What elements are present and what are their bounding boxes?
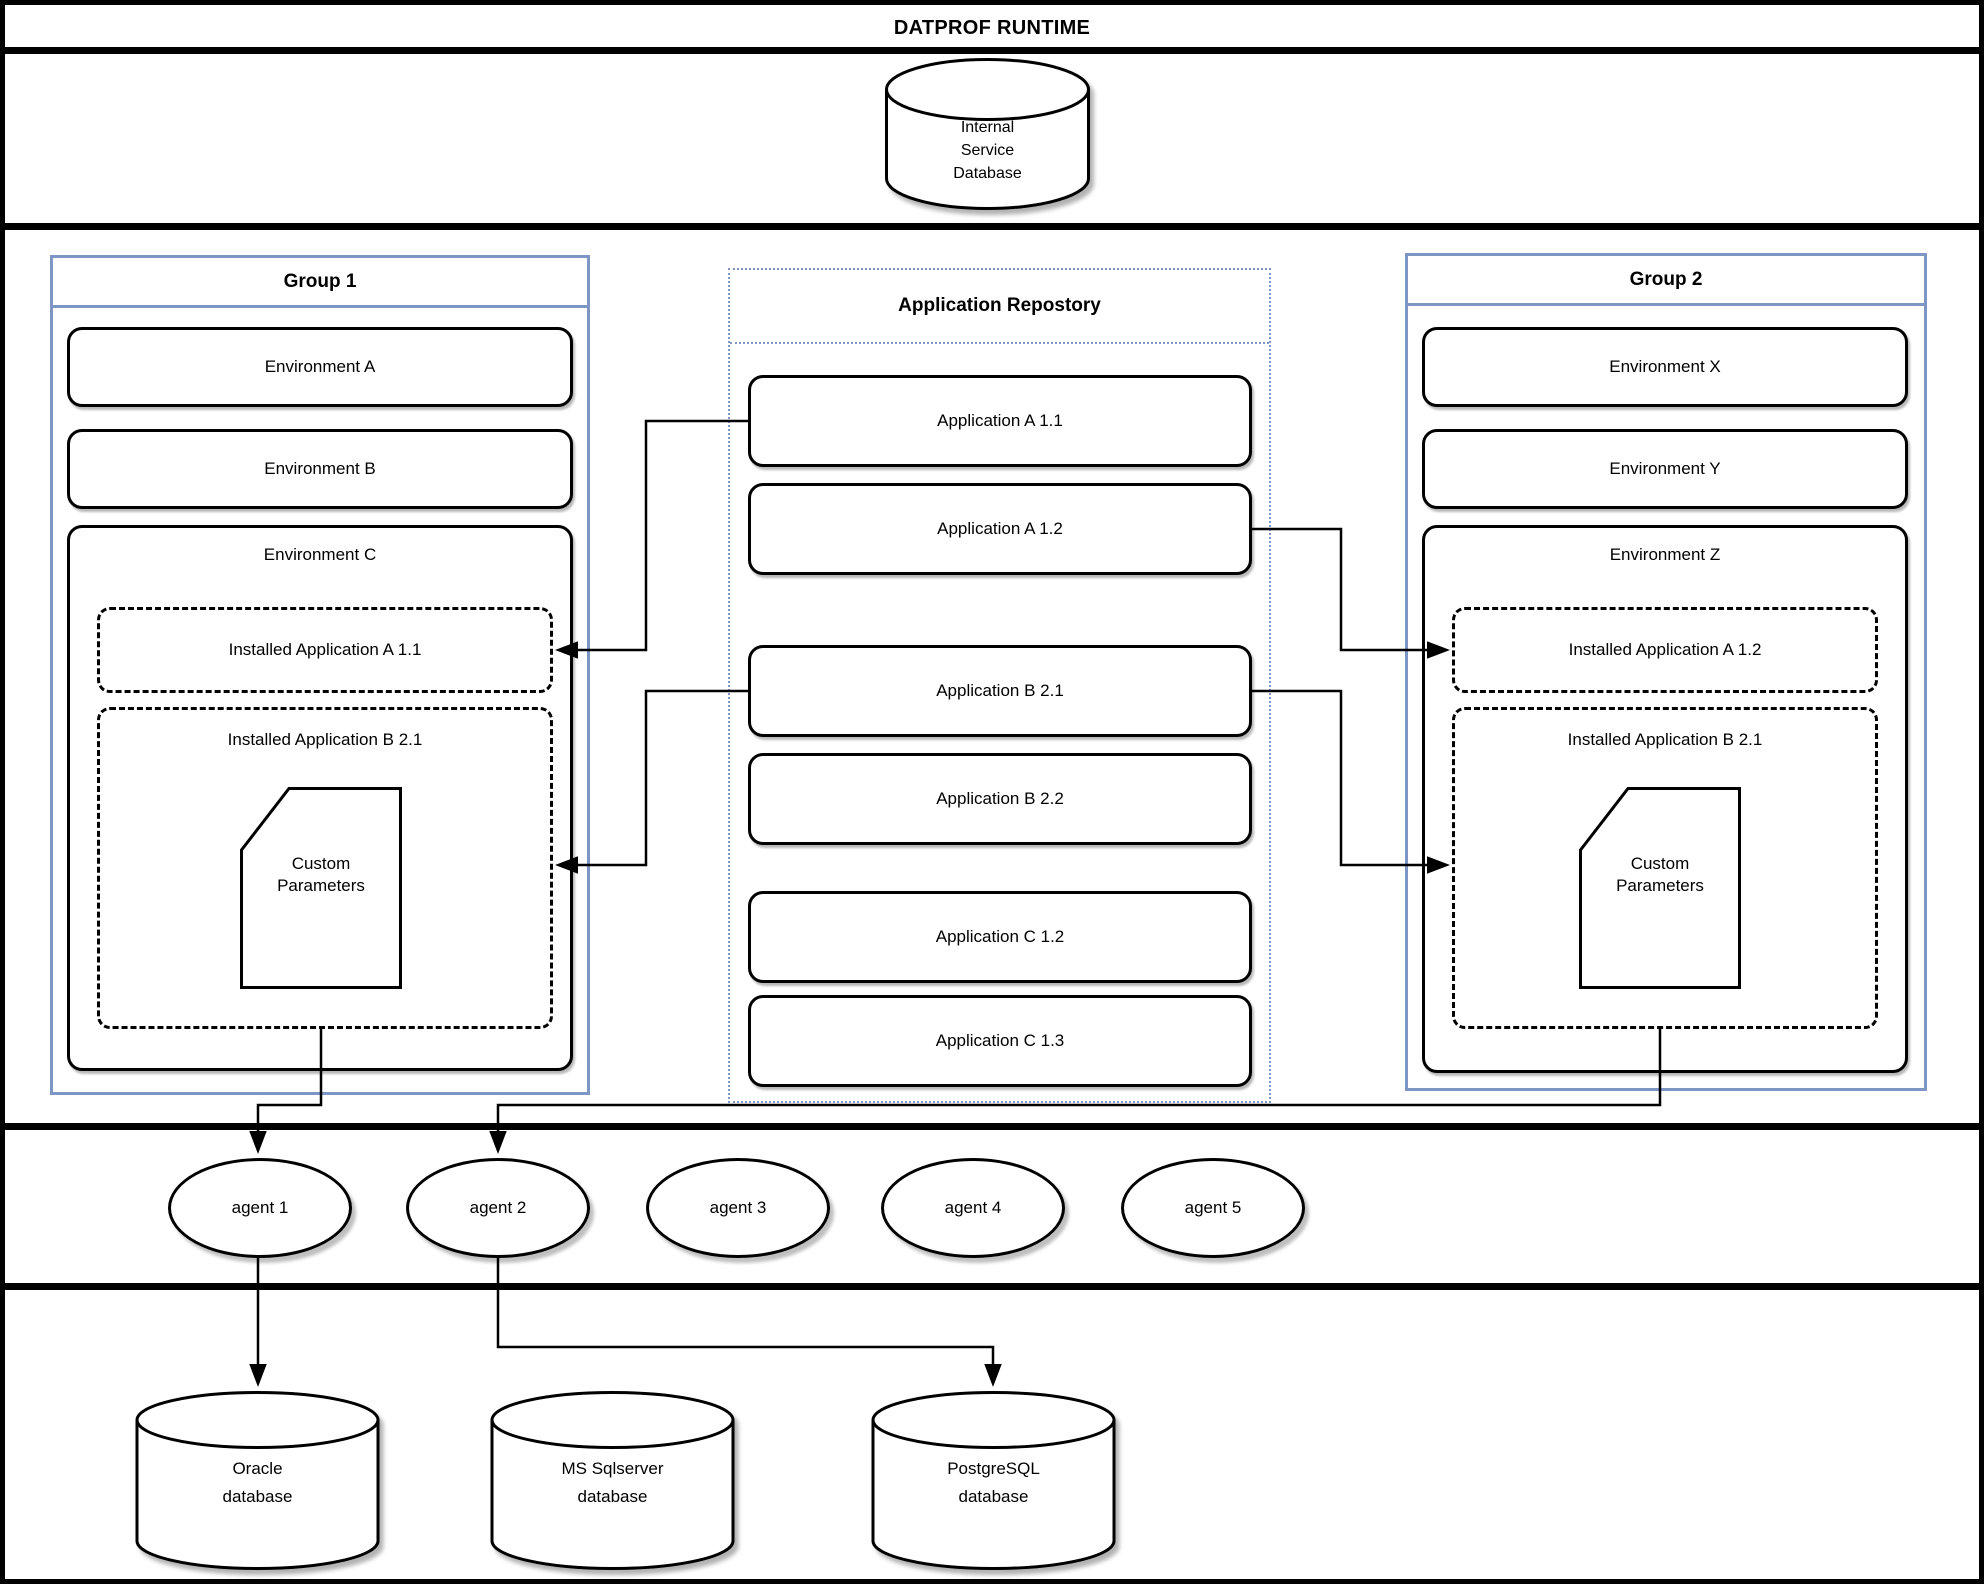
mssql-database: MS Sqlserver database bbox=[490, 1391, 735, 1571]
agent-5-ellipse: agent 5 bbox=[1121, 1158, 1305, 1258]
mssql-db-name: MS Sqlserver bbox=[561, 1459, 664, 1478]
internal-service-database-label: Internal Service Database bbox=[885, 116, 1090, 185]
postgresql-db-type: database bbox=[958, 1487, 1029, 1506]
application-repository-title: Application Repostory bbox=[730, 270, 1269, 344]
oracle-database: Oracle database bbox=[135, 1391, 380, 1571]
environment-b-box: Environment B bbox=[67, 429, 573, 509]
runtime-title: DATPROF RUNTIME bbox=[893, 16, 1091, 39]
internal-service-database: Internal Service Database bbox=[885, 58, 1090, 210]
environment-a-box: Environment A bbox=[67, 327, 573, 407]
application-b21-box: Application B 2.1 bbox=[748, 645, 1252, 737]
band-separator-runtime bbox=[5, 223, 1979, 230]
custom-parameters-label-group1: Custom Parameters bbox=[277, 854, 365, 895]
band-separator-agents-top bbox=[5, 1123, 1979, 1130]
application-b22-box: Application B 2.2 bbox=[748, 753, 1252, 845]
application-a11-box: Application A 1.1 bbox=[748, 375, 1252, 467]
database-cylinder-icon bbox=[490, 1391, 735, 1570]
environment-y-box: Environment Y bbox=[1422, 429, 1908, 509]
agent-2-ellipse: agent 2 bbox=[406, 1158, 590, 1258]
document-shape-icon bbox=[240, 787, 402, 989]
group1-title: Group 1 bbox=[53, 258, 587, 308]
oracle-db-name: Oracle bbox=[232, 1459, 283, 1478]
document-shape-icon bbox=[1579, 787, 1741, 989]
installed-application-a12-box: Installed Application A 1.2 bbox=[1452, 607, 1878, 693]
group2-title: Group 2 bbox=[1408, 256, 1924, 306]
postgresql-database: PostgreSQL database bbox=[871, 1391, 1116, 1571]
custom-parameters-label-group2: Custom Parameters bbox=[1616, 854, 1704, 895]
environment-x-box: Environment X bbox=[1422, 327, 1908, 407]
custom-parameters-doc-group2: Custom Parameters bbox=[1579, 787, 1741, 989]
connector-agent2-to-postgresql bbox=[496, 1258, 1002, 1387]
database-cylinder-icon bbox=[885, 58, 1090, 210]
mssql-db-type: database bbox=[577, 1487, 648, 1506]
application-c13-box: Application C 1.3 bbox=[748, 995, 1252, 1087]
agent-4-ellipse: agent 4 bbox=[881, 1158, 1065, 1258]
application-c12-box: Application C 1.2 bbox=[748, 891, 1252, 983]
database-cylinder-icon bbox=[871, 1391, 1116, 1570]
agent-1-ellipse: agent 1 bbox=[168, 1158, 352, 1258]
installed-application-a11-box: Installed Application A 1.1 bbox=[97, 607, 553, 693]
oracle-db-type: database bbox=[222, 1487, 293, 1506]
oracle-database-label: Oracle database bbox=[135, 1455, 380, 1511]
database-cylinder-icon bbox=[135, 1391, 380, 1570]
agent-3-ellipse: agent 3 bbox=[646, 1158, 830, 1258]
band-separator-title bbox=[5, 47, 1979, 54]
postgresql-db-name: PostgreSQL bbox=[947, 1459, 1040, 1478]
internal-db-line-1: Internal bbox=[960, 119, 1015, 136]
internal-db-line-3: Database bbox=[953, 165, 1022, 182]
band-separator-agents-bottom bbox=[5, 1283, 1979, 1290]
application-a12-box: Application A 1.2 bbox=[748, 483, 1252, 575]
postgresql-database-label: PostgreSQL database bbox=[871, 1455, 1116, 1511]
mssql-database-label: MS Sqlserver database bbox=[490, 1455, 735, 1511]
internal-db-line-2: Service bbox=[960, 142, 1015, 159]
custom-parameters-doc-group1: Custom Parameters bbox=[240, 787, 402, 989]
